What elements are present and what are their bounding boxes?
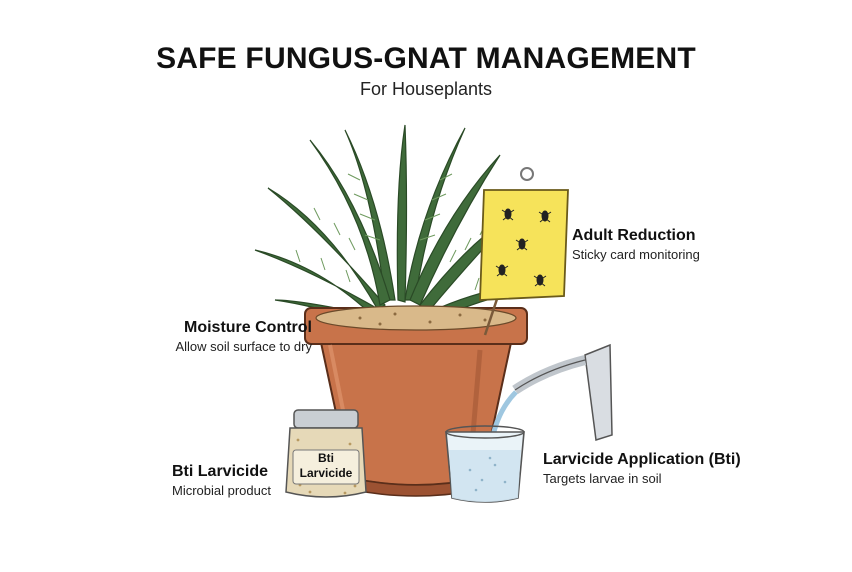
page-subtitle: For Houseplants xyxy=(359,79,493,99)
callout-bti-larvicide: Bti Larvicide Microbial product xyxy=(172,462,271,499)
water-glass-icon xyxy=(445,425,525,503)
callout-desc: Sticky card monitoring xyxy=(572,247,700,262)
gnat-icon xyxy=(495,208,552,287)
callout-title: Bti Larvicide xyxy=(172,463,269,480)
callout-title: Moisture Control xyxy=(184,319,312,336)
callout-larvicide-application: Larvicide Application (Bti) Targets larv… xyxy=(543,450,741,487)
jar-label-line1: Bti xyxy=(318,451,334,465)
fern-plant-icon xyxy=(254,124,561,323)
page-title: SAFE FUNGUS-GNAT MANAGEMENT xyxy=(156,42,696,75)
callout-adult-reduction: Adult Reduction Sticky card monitoring xyxy=(572,226,700,263)
jar-label: Bti Larvicide xyxy=(293,451,359,481)
jar-label-line2: Larvicide xyxy=(299,466,353,480)
sticky-trap-card-icon xyxy=(479,167,569,336)
callout-desc: Microbial product xyxy=(172,483,271,498)
callout-desc: Allow soil surface to dry xyxy=(175,339,312,354)
watering-can-icon xyxy=(489,343,613,441)
callout-desc: Targets larvae in soil xyxy=(543,471,662,486)
callout-moisture-control: Moisture Control Allow soil surface to d… xyxy=(140,318,312,355)
callout-title: Adult Reduction xyxy=(572,227,696,244)
bti-jar-icon xyxy=(285,409,367,498)
callout-title: Larvicide Application (Bti) xyxy=(543,451,741,468)
